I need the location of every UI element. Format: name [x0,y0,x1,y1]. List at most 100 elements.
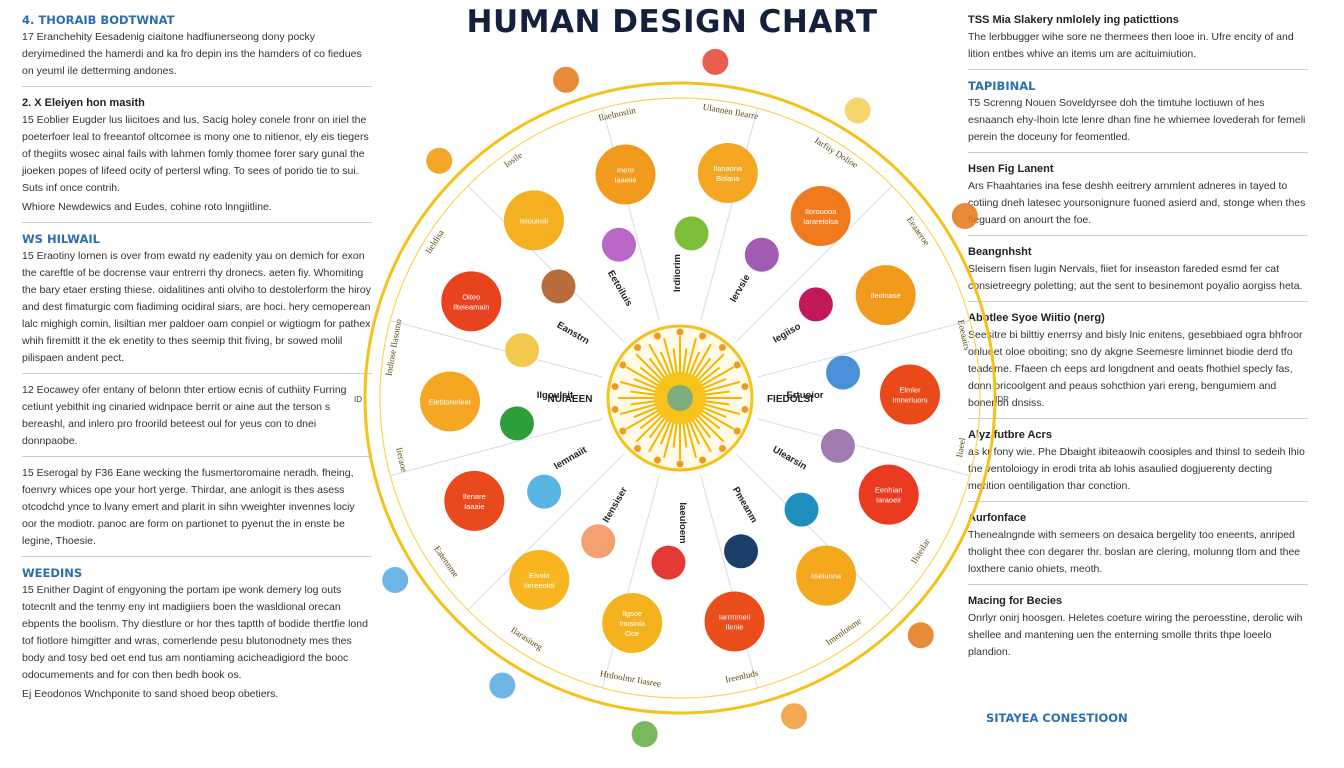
section-body: 15 Enither Dagint of engyoning the porta… [22,584,368,681]
gate-circle-label: Ilgsoe [622,609,642,618]
center-dot [718,343,726,351]
section-body: 17 Eranchehity Eesadenig ciaitone hadfiu… [22,31,362,77]
sun-ray [672,421,678,448]
footer-heading: SITAYEA CONESTIOON [986,711,1128,725]
section-body: 12 Eocawey ofer entany of belonn thter e… [22,384,347,447]
sun-ray [701,377,727,390]
outer-icon [489,672,516,699]
spoke-label: Iegiiso [771,321,803,346]
section-heading: WS HILWAIL [22,232,100,246]
wheel-spoke [467,185,624,342]
gate-circle-label: Ilteieamain [453,302,489,311]
section-divider [968,584,1308,585]
sun-ray [688,419,701,445]
sun-ray [659,351,672,377]
gate-circle-label: Iiereeotel [524,581,555,590]
section-divider [22,86,372,87]
sun-ray [635,353,664,382]
gate-circle [855,265,916,326]
gate-circle [879,364,940,425]
center-dot [653,332,661,340]
gate-circle-label: Oce [625,629,639,638]
sun-ray [625,366,660,387]
center-dot [611,405,619,413]
spoke-label: Iervsie [728,273,753,305]
section-divider [22,556,372,557]
wheel-spoke [736,454,893,611]
small-circle [784,492,819,527]
sun-ray [639,411,662,430]
gate-circle-label: Iaaeiie [614,176,636,185]
gate-circle [858,464,919,525]
gate-circle-label: Elmler [899,386,921,395]
center-dot [653,456,661,464]
section-heading: WEEDINS [22,566,83,580]
small-circle [724,534,759,569]
gate-circle [503,190,564,251]
wheel-spoke [700,475,759,688]
spoke-label: Ilgoulsit [537,390,574,401]
gate-circle-label: Iaraoeir [876,496,902,505]
sun-ray [696,353,725,382]
sun-ray [696,414,725,443]
center-dot [699,332,707,340]
right-text-column: TSS Mia Slakery nmlolely ing paticttions… [968,12,1308,667]
center-dot [741,405,749,413]
wheel-spoke [757,319,970,378]
outer-icon [631,721,658,748]
small-circle [744,237,779,272]
gate-circle-label: Inosinia [619,619,646,628]
section-body: Sleisern fisen lugin Nervals, fiiet for … [968,263,1303,292]
section-heading: Alyz futbre Acrs [968,429,1052,441]
sun-ray [630,390,657,396]
sun-ray [703,390,730,396]
outer-ring [363,81,997,715]
spoke-label: Iemnaiit [552,444,589,472]
gate-circle-label: Ileolnase [871,291,901,300]
ring-label: Iieldisa [423,228,446,256]
section-heading: TAPIBINAL [968,79,1036,93]
left-column-section: 4. THORAIB BODTWNAT 17 Eranchehity Eesade… [22,12,372,80]
sun-ray [639,366,662,385]
ring-label: Ireenluds [724,668,759,685]
section-body: The lerbbugger wihe sore ne thermees the… [968,31,1294,60]
section-heading: 4. THORAIB BODTWNAT [22,13,175,27]
sun-ray [693,416,712,439]
wheel-spoke [601,475,660,688]
gate-circle-label: Iarareiolsa [803,217,839,226]
small-circle [798,287,833,322]
center-dot [699,456,707,464]
sun-ray [635,414,664,443]
sun-ray [688,351,701,377]
spoke-label: Ulearsin [771,444,809,472]
sun-ray [700,366,735,387]
gate-circle-label: Ilanaona [713,164,743,173]
small-circle [527,474,562,509]
spoke-label: Irdiiorim [672,254,683,292]
wheel-spoke [467,454,624,611]
ring-label: Iieraoe [394,446,409,473]
ring-label: Iiaeel [954,436,967,458]
sun-ray [619,380,658,393]
outer-icon [382,566,409,593]
section-divider [968,235,1308,236]
gate-circle [441,271,502,332]
sun-ray [648,343,669,378]
gate-circle-label: Ilorouooa [805,207,837,216]
sun-ray [685,420,698,459]
center-dot [741,383,749,391]
ring-label: Ilsteilar [909,537,932,566]
sun-ray [662,420,675,459]
gate-circle-label: Imneriuors [892,396,928,405]
side-badge-label: IDR [995,395,1009,404]
spoke-label: Pmeanm [730,485,759,525]
ring-label: Indiose Ilasomo [383,318,403,377]
small-circle [581,524,616,559]
section-body: T5 Screnng Nouen Soveldyrsee doh the tim… [968,97,1306,143]
gate-circle [509,549,570,610]
